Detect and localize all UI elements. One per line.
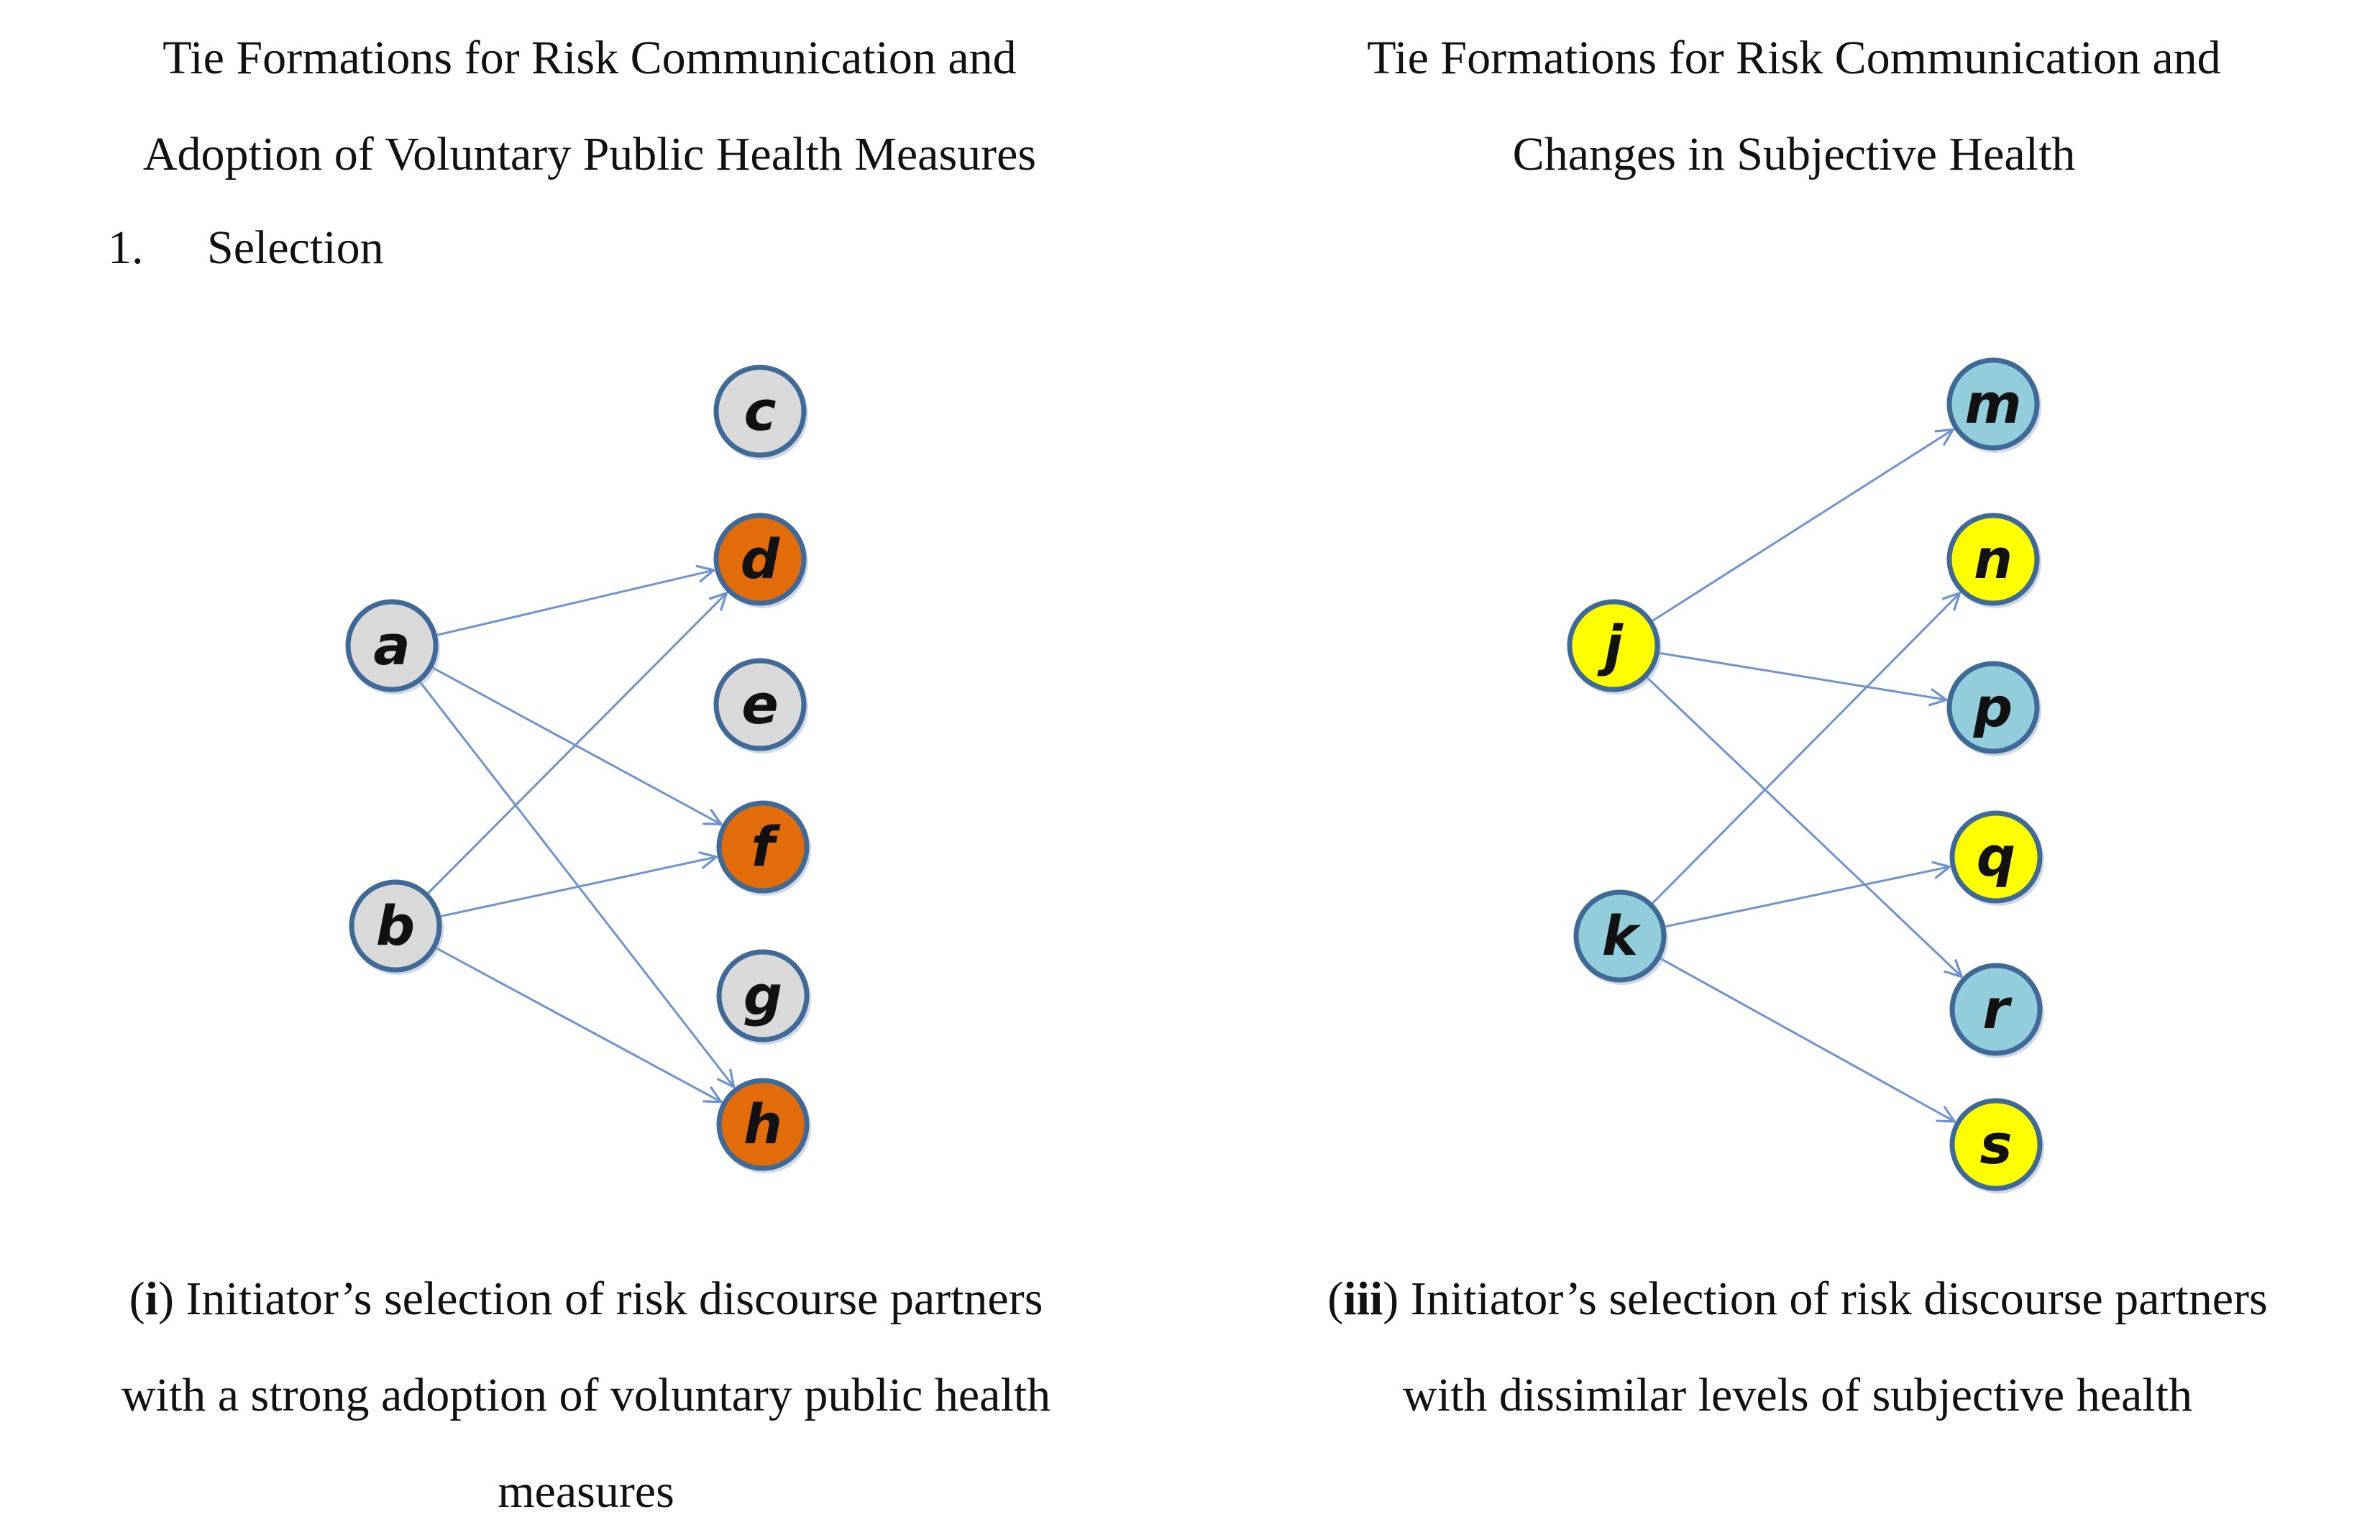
node-label: k	[1602, 904, 1642, 968]
left-title-line1: Tie Formations for Risk Communication an…	[163, 32, 1017, 84]
node-n: n	[1946, 513, 2041, 608]
node-circle	[1949, 810, 2043, 904]
left-panel-title: Tie Formations for Risk Communication an…	[29, 10, 1150, 203]
node-label: c	[743, 379, 776, 443]
node-c: c	[713, 365, 808, 460]
section-title: Selection	[207, 221, 384, 274]
node-h: h	[716, 1078, 811, 1173]
edge-j-to-r	[1646, 677, 1963, 978]
node-label: r	[1982, 977, 2013, 1041]
left-caption-line1: Initiator’s selection of risk discourse …	[173, 1273, 1043, 1325]
node-circle	[1946, 513, 2040, 606]
right-title-line1: Tie Formations for Risk Communication an…	[1367, 32, 2221, 84]
node-circle	[713, 658, 807, 751]
left-caption-line3: measures	[498, 1465, 674, 1518]
edge-k-to-n	[1651, 592, 1962, 904]
right-panel-caption: (iii) Initiator’s selection of risk disc…	[1222, 1251, 2373, 1444]
node-j: j	[1567, 599, 1662, 695]
nodes-layer: a b c d ef g h j k m n p q r s	[345, 357, 2044, 1193]
node-m: m	[1946, 357, 2041, 453]
left-caption-marker: i	[145, 1273, 158, 1325]
node-circle	[716, 800, 810, 894]
right-title-line2: Changes in Subjective Health	[1512, 128, 2076, 180]
node-label: a	[373, 613, 410, 677]
node-circle	[1949, 1098, 2043, 1191]
right-caption-marker: iii	[1343, 1273, 1383, 1325]
node-label: m	[1964, 372, 2021, 436]
node-f: f	[716, 800, 811, 896]
node-b: b	[349, 879, 444, 975]
node-label: s	[1979, 1112, 2012, 1176]
node-a: a	[345, 599, 440, 695]
edge-a-to-f	[431, 666, 723, 826]
node-circle	[349, 879, 442, 973]
node-circle	[713, 365, 807, 458]
node-k: k	[1573, 889, 1668, 985]
node-circle	[1949, 963, 2043, 1056]
node-label: n	[1974, 527, 2013, 591]
node-circle	[1946, 661, 2040, 754]
edge-a-to-h	[419, 681, 736, 1088]
node-label: e	[741, 672, 779, 736]
left-panel-caption: (i) Initiator’s selection of risk discou…	[14, 1251, 1158, 1540]
right-caption-line2: with dissimilar levels of subjective hea…	[1403, 1369, 2192, 1421]
edge-k-to-s	[1660, 957, 1956, 1123]
node-circle	[713, 513, 807, 606]
left-title-line2: Adoption of Voluntary Public Health Meas…	[142, 128, 1037, 180]
node-e: e	[713, 658, 808, 753]
node-circle	[716, 1078, 810, 1171]
edges-layer	[419, 428, 1963, 1123]
edge-b-to-f	[440, 851, 718, 917]
section-number: 1.	[108, 221, 144, 274]
node-label: d	[741, 527, 781, 591]
edge-j-to-m	[1652, 428, 1954, 622]
node-p: p	[1946, 661, 2041, 756]
node-q: q	[1949, 810, 2044, 906]
node-circle	[1946, 357, 2040, 451]
node-g: g	[716, 949, 811, 1045]
edge-j-to-p	[1658, 651, 1948, 707]
node-circle	[1567, 599, 1660, 692]
section-label: 1. Selection	[108, 200, 384, 296]
node-circle	[345, 599, 439, 692]
right-panel-title: Tie Formations for Risk Communication an…	[1222, 10, 2366, 203]
node-label: p	[1973, 675, 2013, 739]
node-label: g	[743, 963, 782, 1027]
edge-k-to-q	[1665, 861, 1951, 928]
right-caption-line1: Initiator’s selection of risk discourse …	[1399, 1273, 2268, 1325]
node-label: q	[1977, 825, 2015, 889]
node-circle	[1573, 889, 1667, 983]
node-s: s	[1949, 1098, 2044, 1193]
node-d: d	[713, 513, 808, 608]
edge-b-to-d	[427, 592, 728, 894]
edge-b-to-h	[435, 947, 723, 1104]
network-diagram: a b c d ef g h j k m n p q r s	[345, 357, 2044, 1193]
node-r: r	[1949, 963, 2044, 1058]
left-caption-line2: with a strong adoption of voluntary publ…	[121, 1369, 1051, 1421]
node-label: b	[376, 894, 415, 958]
node-circle	[716, 949, 810, 1042]
edge-a-to-d	[436, 564, 715, 636]
node-label: h	[743, 1092, 782, 1156]
